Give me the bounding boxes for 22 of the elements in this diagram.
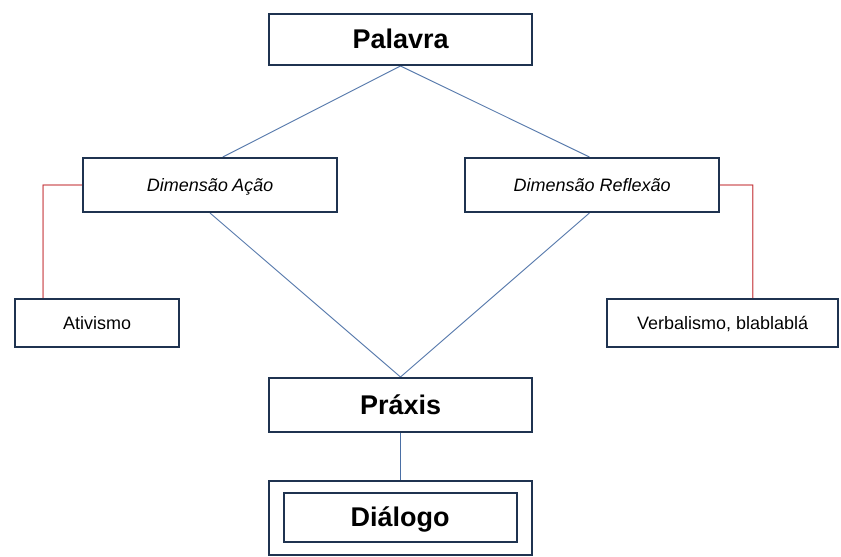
- text-box: [82, 157, 338, 213]
- node-label: Diálogo: [350, 502, 450, 532]
- node-label: Dimensão Reflexão: [513, 174, 671, 196]
- connector-line: [400, 432, 401, 480]
- node-label: Palavra: [352, 24, 449, 55]
- connector-line: [400, 66, 590, 158]
- connector-line: [720, 184, 754, 298]
- outer-box: [268, 480, 533, 556]
- node-label: Dimensão Ação: [146, 174, 274, 196]
- node-label: Verbalismo, blablablá: [636, 312, 808, 334]
- node-label: Ativismo: [62, 312, 131, 334]
- connector-line: [210, 212, 401, 378]
- text-box: [268, 377, 533, 433]
- text-box: [606, 298, 839, 348]
- node-label: Práxis: [360, 390, 442, 420]
- connector-line: [42, 184, 82, 298]
- text-box: [14, 298, 180, 348]
- text-box: [268, 13, 533, 66]
- connector-line: [222, 66, 401, 158]
- connector-line: [400, 212, 590, 378]
- text-box: [282, 492, 518, 542]
- text-box: [464, 157, 720, 213]
